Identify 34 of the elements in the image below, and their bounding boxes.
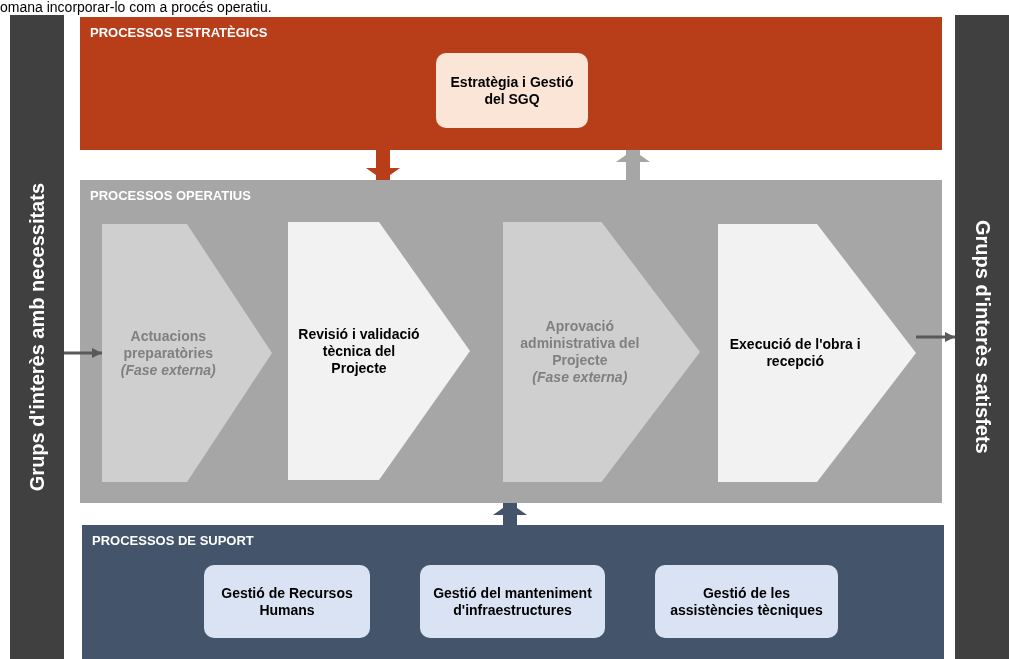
chevron-shape <box>718 224 916 482</box>
banner-label: Grups d'interès satisfets <box>973 220 991 454</box>
process-box <box>204 565 370 638</box>
box-label: Gestió de les assistències tècniques <box>669 584 824 619</box>
box-label: Gestió del manteniment d'infraestructures <box>432 584 593 619</box>
box-label: Aprovació administrativa del Projecte <box>519 318 641 369</box>
panel-title: PROCESSOS OPERATIUS <box>90 188 251 203</box>
arrow <box>64 348 102 358</box>
side-banner <box>955 15 1009 659</box>
chevron-shape <box>288 222 470 480</box>
process-box <box>420 565 605 638</box>
banner-label: Grups d'interès amb necessitats <box>28 182 46 492</box>
process-box <box>436 53 588 128</box>
block-arrow <box>493 503 527 525</box>
chevron-shape <box>102 224 272 482</box>
box-label: Revisió i validació tècnica del Projecte <box>297 325 421 377</box>
box-label: Gestió de Recursos Humans <box>220 584 354 619</box>
box-label: Execució de l'obra i recepció <box>728 336 862 370</box>
block-arrow <box>616 150 650 180</box>
note-text: omana incorporar-lo com a procés operatiu. <box>0 0 272 15</box>
phase-note: (Fase externa) <box>119 361 217 379</box>
chevron-shape <box>503 222 700 482</box>
process-panel <box>80 180 942 503</box>
side-banner <box>10 15 64 659</box>
phase-note: (Fase externa) <box>531 369 629 386</box>
box-label: Actuacions preparatòries <box>122 327 215 362</box>
process-panel <box>82 525 944 659</box>
arrow <box>916 332 955 342</box>
block-arrow <box>366 150 400 180</box>
process-box <box>655 565 838 638</box>
panel-title: PROCESSOS ESTRATÈGICS <box>90 25 268 40</box>
process-panel <box>80 17 942 150</box>
panel-title: PROCESSOS DE SUPORT <box>92 533 254 548</box>
box-label: Estratègia i Gestió del SGQ <box>449 73 575 108</box>
